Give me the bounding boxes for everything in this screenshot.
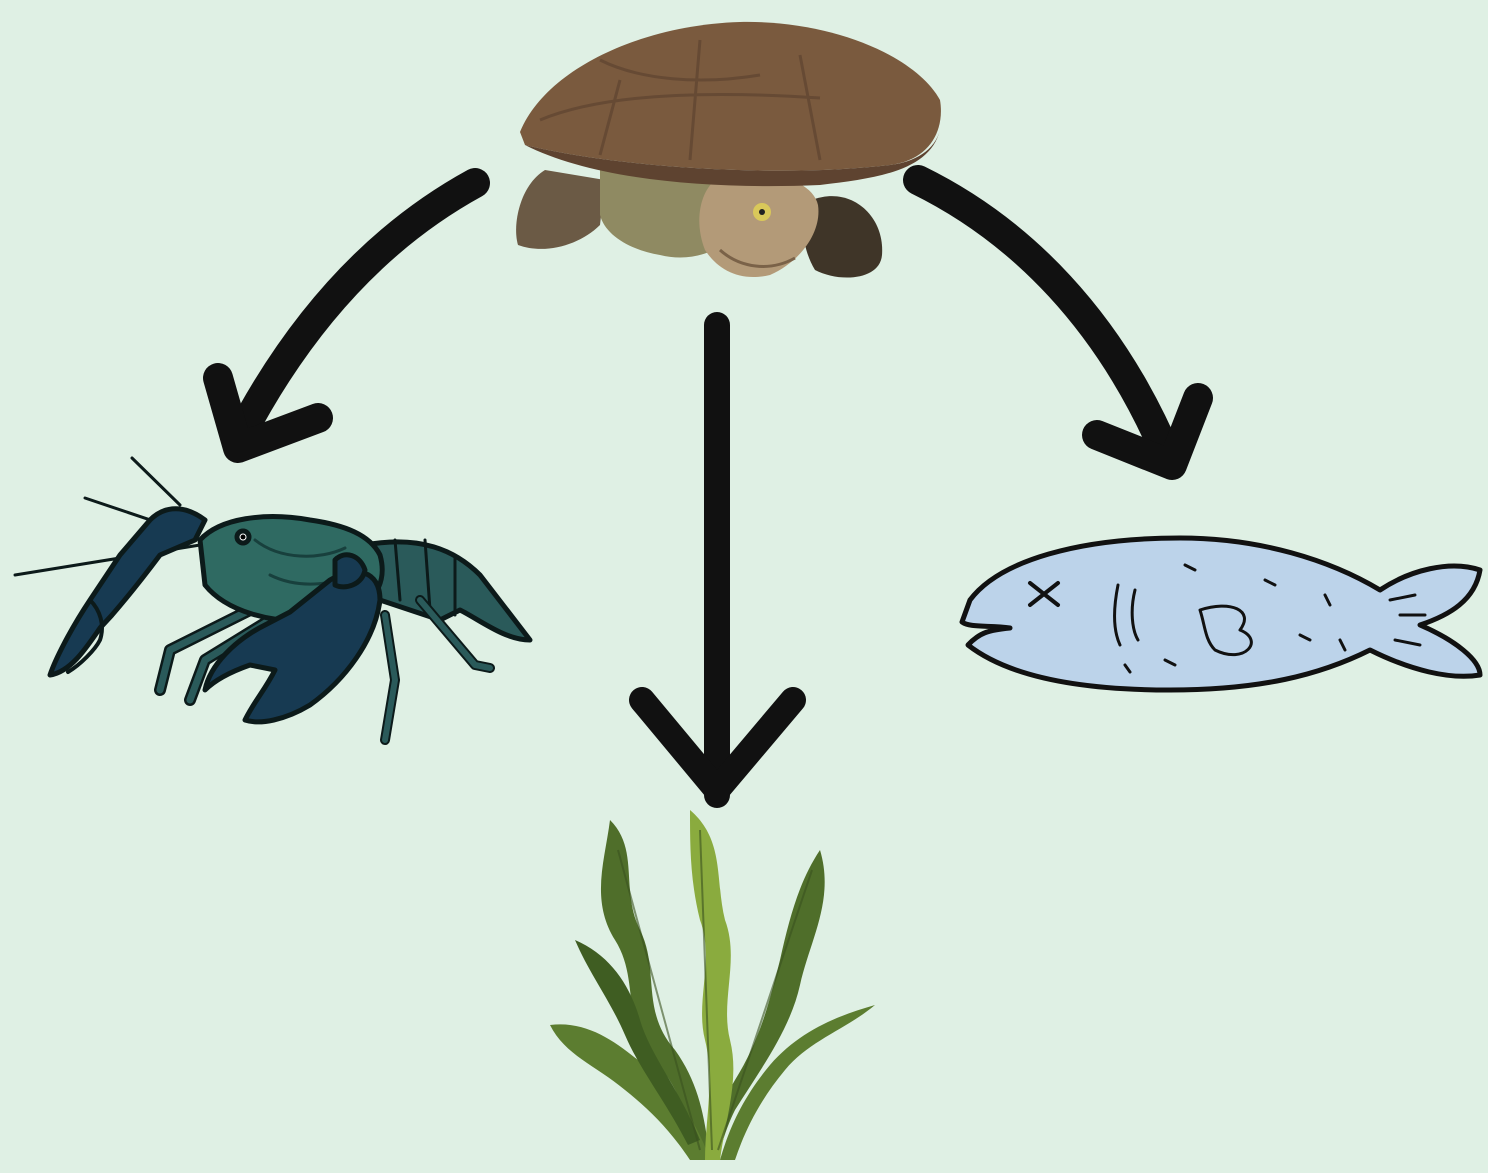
seaweed-icon — [550, 810, 875, 1160]
arrow-turtle-to-seaweed — [642, 325, 793, 795]
fish-icon — [962, 538, 1480, 690]
arrow-turtle-to-crayfish — [218, 183, 475, 448]
turtle-icon — [516, 22, 941, 278]
arrow-turtle-to-fish — [918, 180, 1198, 465]
crayfish-icon — [15, 458, 530, 740]
